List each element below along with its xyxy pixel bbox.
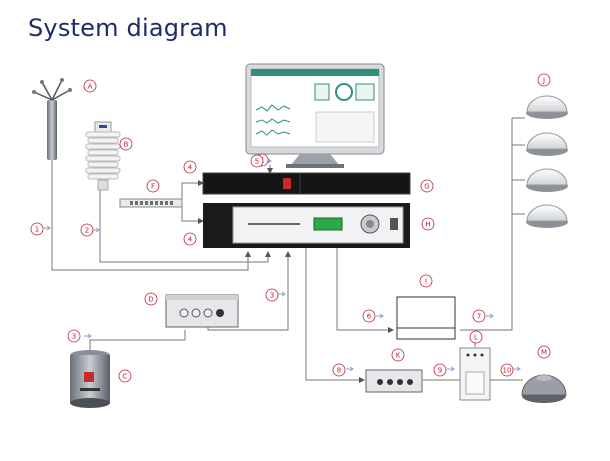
connection-label-ring [80,223,94,237]
connection-label-ring [183,232,197,246]
component-label-c: C [123,373,128,381]
component-label-k: K [396,352,401,360]
connection-label-ring [250,154,264,168]
component-labels: ABCDEFGHIJKLM1233445678910 [30,73,551,383]
component-label-b: B [124,141,129,149]
connection-label: 7 [477,313,481,321]
component-label-l: L [474,334,478,342]
weather-sensor-icon [85,121,121,191]
connection-label: 4 [188,236,193,244]
round-sensor-icon [521,374,567,403]
component-label-a-ring [83,79,97,93]
connection-lines [51,117,525,383]
connection-label: 1 [35,226,39,234]
component-label-g: G [424,183,429,191]
component-label-h-ring [421,217,435,231]
io-box-icon [396,296,456,340]
component-label-m: M [541,349,547,357]
connection-label: 6 [367,313,372,321]
connection-label: 2 [85,227,89,235]
rain-gauge-icon [70,350,110,408]
component-label-i-ring [419,274,433,288]
dome-sensor-icon [526,95,568,228]
wind-sensor-icon [32,78,72,160]
connection-label: 8 [337,367,341,375]
component-label-h: H [425,221,430,229]
component-label-j: J [542,77,545,85]
connection-label: 5 [255,158,259,166]
component-label-k-ring [391,348,405,362]
server-unit-icon [202,172,411,195]
connection-label-ring [472,309,486,323]
junction-box-icon [165,294,239,328]
component-label-j-ring [537,73,551,87]
component-label-c-ring [118,369,132,383]
connection-label: 3 [72,333,76,341]
connection-label-ring [362,309,376,323]
terminal-box-icon [365,369,423,393]
connection-label-ring [332,363,346,377]
connection-label: 10 [503,367,512,375]
component-label-m-ring [537,345,551,359]
page-title: System diagram [28,14,228,42]
component-label-f: F [151,183,155,191]
connection-label-ring [183,160,197,174]
component-label-f-ring [146,179,160,193]
connection-label: 3 [270,292,274,300]
connection-label-ring [500,363,514,377]
component-label-i: I [425,278,427,286]
connection-label-ring [67,329,81,343]
monitor-icon [245,63,385,168]
component-label-l-ring [469,330,483,344]
connection-label-ring [265,288,279,302]
component-label-d-ring [144,292,158,306]
main-controller-icon [203,203,410,248]
connection-label: 9 [438,367,442,375]
power-supply-icon [459,347,491,401]
component-label-a: A [88,83,93,91]
connection-label-ring [30,222,44,236]
component-label-b-ring [119,137,133,151]
component-label-d: D [148,296,153,304]
component-label-g-ring [420,179,434,193]
connection-label: 4 [188,164,193,172]
connection-label-ring [433,363,447,377]
network-switch-icon [119,198,183,208]
